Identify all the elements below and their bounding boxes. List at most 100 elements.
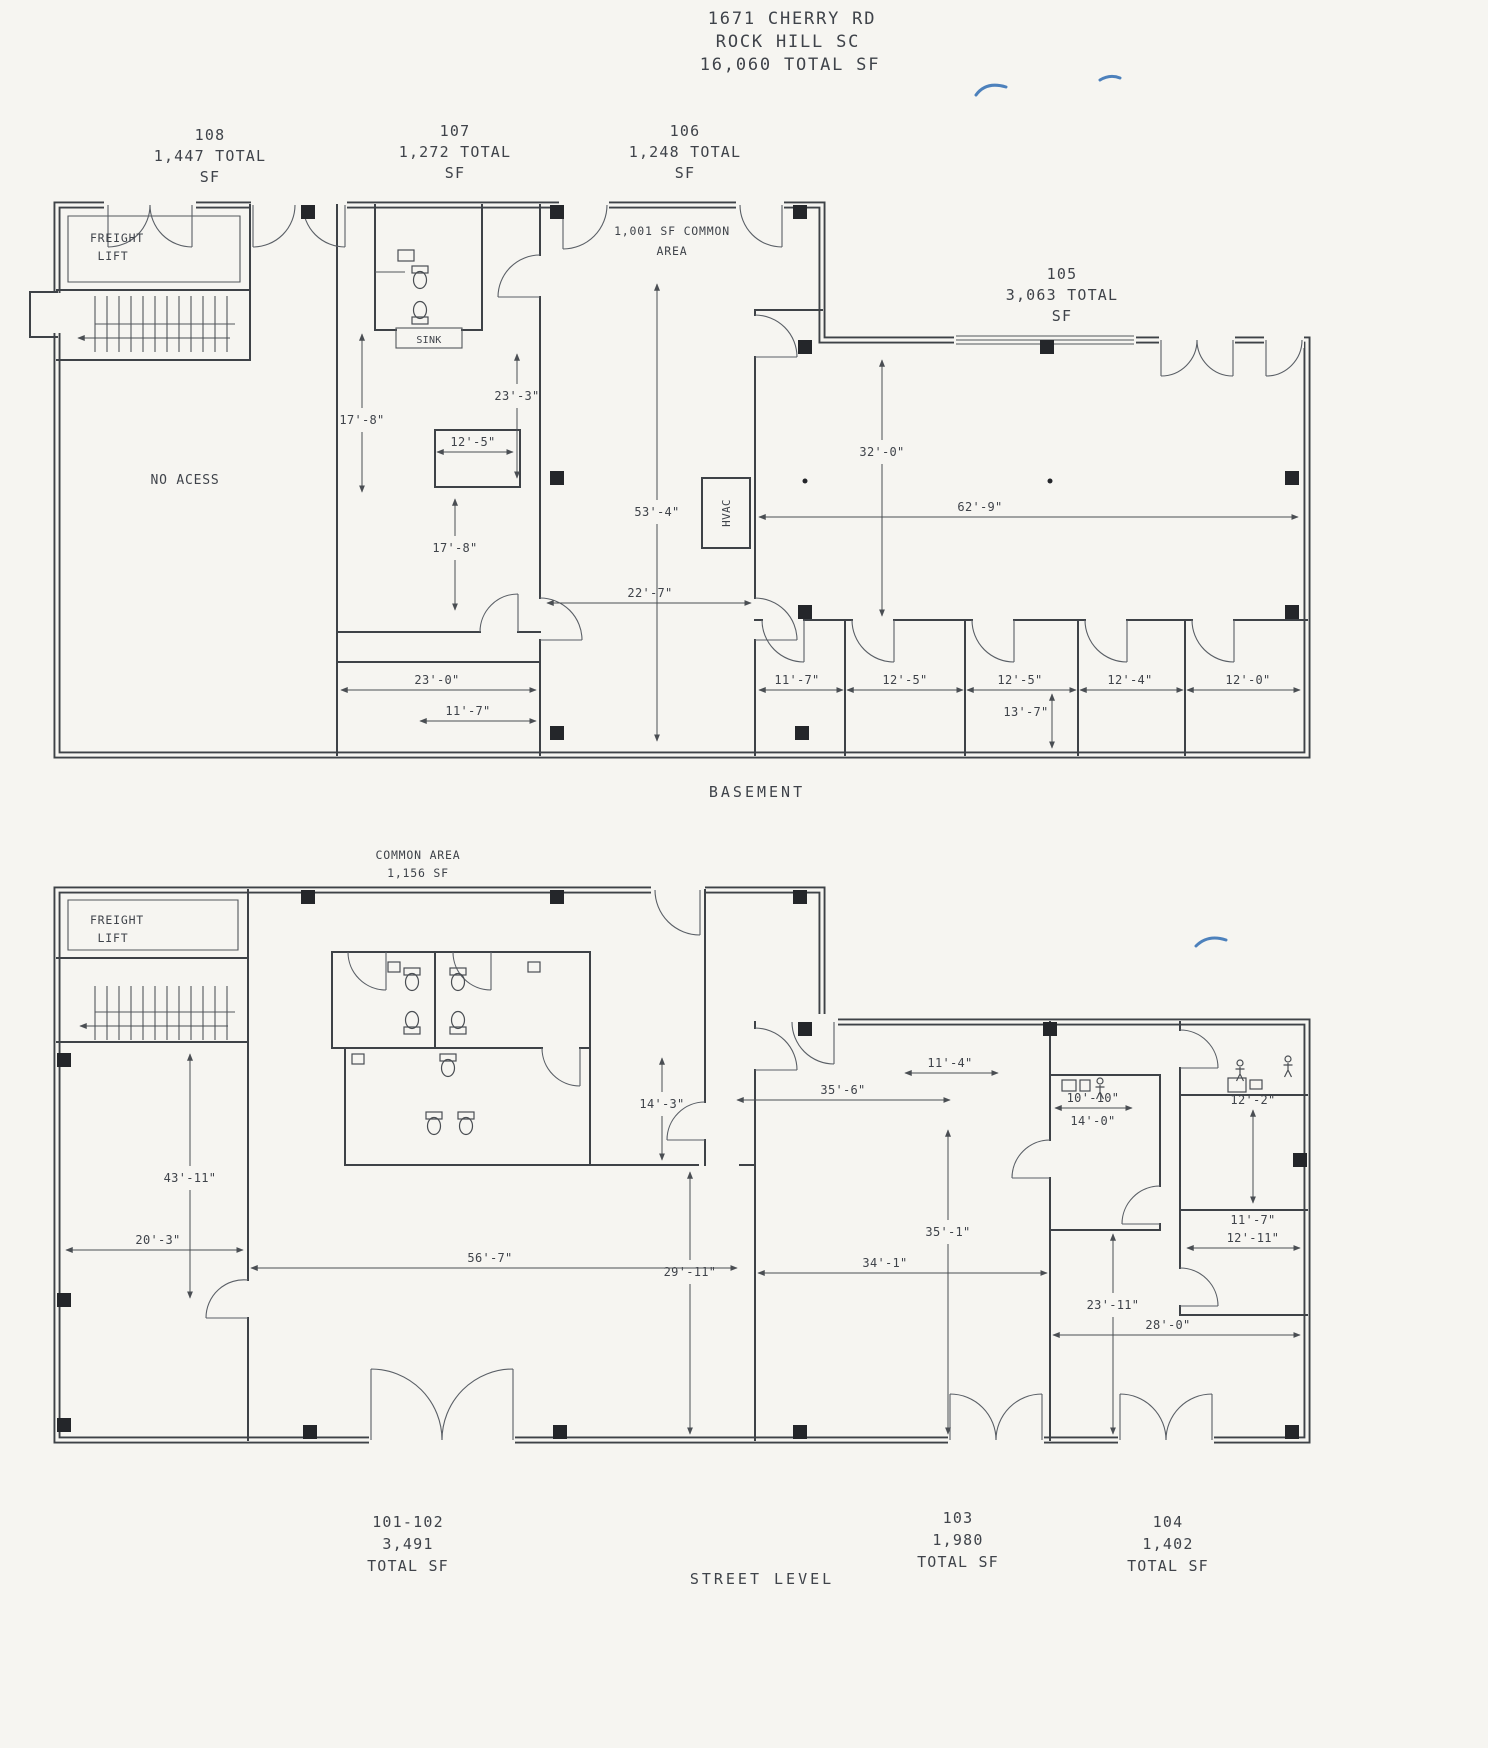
suite-107-number: 107 [440,122,471,140]
dim-12-4: 12'-4" [1107,673,1152,687]
dim-28-0: 28'-0" [1145,1318,1190,1332]
basement-outer-walls [29,197,1311,759]
basement-fixtures [397,249,1053,484]
suite-105-area: 3,063 TOTAL [1006,286,1119,304]
suite-103-area: 1,980 [932,1531,983,1549]
toilet-icon [403,1010,421,1035]
suite-105-unit: SF [1052,307,1072,325]
basement-plan: 17'-8" 23'-3" 12'-5" 17'-8" 53'-4" 22'-7… [29,122,1311,801]
suite-106-unit: SF [675,164,695,182]
dim-23-11: 23'-11" [1087,1298,1140,1312]
basement-freight-line2: LIFT [98,249,129,263]
dim-11-4: 11'-4" [927,1056,972,1070]
dim-56-7: 56'-7" [467,1251,512,1265]
street-freight-line2: LIFT [98,931,129,945]
pen-mark [1098,74,1122,82]
street-common-area-line2: 1,156 SF [387,866,449,880]
freight-stairs [77,296,235,352]
dim-14-3: 14'-3" [639,1097,684,1111]
basement-doors [107,204,1303,663]
basement-common-area-line1: 1,001 SF COMMON [614,224,730,238]
dim-10-10: 10'-10" [1067,1091,1120,1105]
dim-23-3: 23'-3" [494,389,539,403]
column-dot [802,478,808,484]
dim-62-9: 62'-9" [957,500,1002,514]
dim-53-4: 53'-4" [634,505,679,519]
basement-interior-walls [56,204,1308,756]
toilet-icon [411,265,429,290]
suite-103-unit: TOTAL SF [917,1553,999,1571]
suite-106-area: 1,248 TOTAL [629,143,742,161]
dim-29-11: 29'-11" [664,1265,717,1279]
dim-12-11: 12'-11" [1227,1231,1280,1245]
street-doors [205,889,1219,1441]
sink-icon [351,1053,365,1065]
basement-common-area-line2: AREA [657,244,688,258]
dim-32-0: 32'-0" [859,445,904,459]
pen-marks [974,74,1228,948]
dim-43-11: 43'-11" [164,1171,217,1185]
restroom-person-icon [1282,1055,1294,1078]
street-freight-line1: FREIGHT [90,913,144,927]
header-city: ROCK HILL SC [716,32,860,52]
sink-icon [527,961,541,973]
header-total-sf: 16,060 TOTAL SF [700,55,881,75]
toilet-icon [457,1111,475,1136]
toilet-icon [411,300,429,325]
basement-title: BASEMENT [709,783,805,801]
toilet-icon [439,1053,457,1078]
dim-11-7-left: 11'-7" [445,704,490,718]
suite-101-102-area: 3,491 [382,1535,433,1553]
toilet-icon [449,1010,467,1035]
dim-22-7: 22'-7" [627,586,672,600]
no-access-label: NO ACESS [150,473,219,488]
basement-labels: 108 1,447 TOTAL SF 107 1,272 TOTAL SF 10… [90,122,1119,801]
suite-108-area: 1,447 TOTAL [154,147,267,165]
column-dot [1047,478,1053,484]
dim-11-7-room: 11'-7" [774,673,819,687]
suite-104-area: 1,402 [1142,1535,1193,1553]
basement-dimensions: 17'-8" 23'-3" 12'-5" 17'-8" 53'-4" 22'-7… [339,283,1301,749]
street-outer-walls [53,882,1311,1448]
suite-103-number: 103 [943,1509,974,1527]
dim-23-0: 23'-0" [414,673,459,687]
street-columns [57,890,1307,1439]
street-interior-walls [56,889,1308,1441]
dim-34-1: 34'-1" [862,1256,907,1270]
dim-11-7-street: 11'-7" [1230,1213,1275,1227]
pen-mark [1194,936,1228,948]
dim-12-0: 12'-0" [1225,673,1270,687]
sink-label: SINK [416,335,441,346]
dim-12-5-room: 12'-5" [882,673,927,687]
street-dimensions: 43'-11" 20'-3" 14'-3" 11'-4" 35'-6" 10'-… [65,1053,1301,1435]
hvac-label: HVAC [720,499,733,527]
dim-12-2: 12'-2" [1230,1093,1275,1107]
suite-108-unit: SF [200,168,220,186]
toilet-icon [425,1111,443,1136]
dim-17-8-lower: 17'-8" [432,541,477,555]
sink-icon [1061,1079,1077,1092]
sink-icon [1079,1079,1091,1092]
header-address: 1671 CHERRY RD [708,9,877,29]
dim-20-3: 20'-3" [135,1233,180,1247]
dim-13-7: 13'-7" [1003,705,1048,719]
sink-icon [1249,1079,1263,1090]
dim-17-8-upper: 17'-8" [339,413,384,427]
header: 1671 CHERRY RD ROCK HILL SC 16,060 TOTAL… [700,9,881,75]
street-title: STREET LEVEL [690,1570,834,1588]
suite-106-number: 106 [670,122,701,140]
dim-14-0: 14'-0" [1070,1114,1115,1128]
pen-mark [974,83,1008,97]
suite-101-102-number: 101-102 [372,1513,444,1531]
suite-101-102-unit: TOTAL SF [367,1557,449,1575]
dim-12-5-a: 12'-5" [450,435,495,449]
street-plan: 43'-11" 20'-3" 14'-3" 11'-4" 35'-6" 10'-… [53,848,1311,1588]
street-common-area-line1: COMMON AREA [376,848,461,862]
basement-freight-line1: FREIGHT [90,231,144,245]
suite-108-number: 108 [195,126,226,144]
suite-107-area: 1,272 TOTAL [399,143,512,161]
dim-12-5-room2: 12'-5" [997,673,1042,687]
suite-104-number: 104 [1153,1513,1184,1531]
